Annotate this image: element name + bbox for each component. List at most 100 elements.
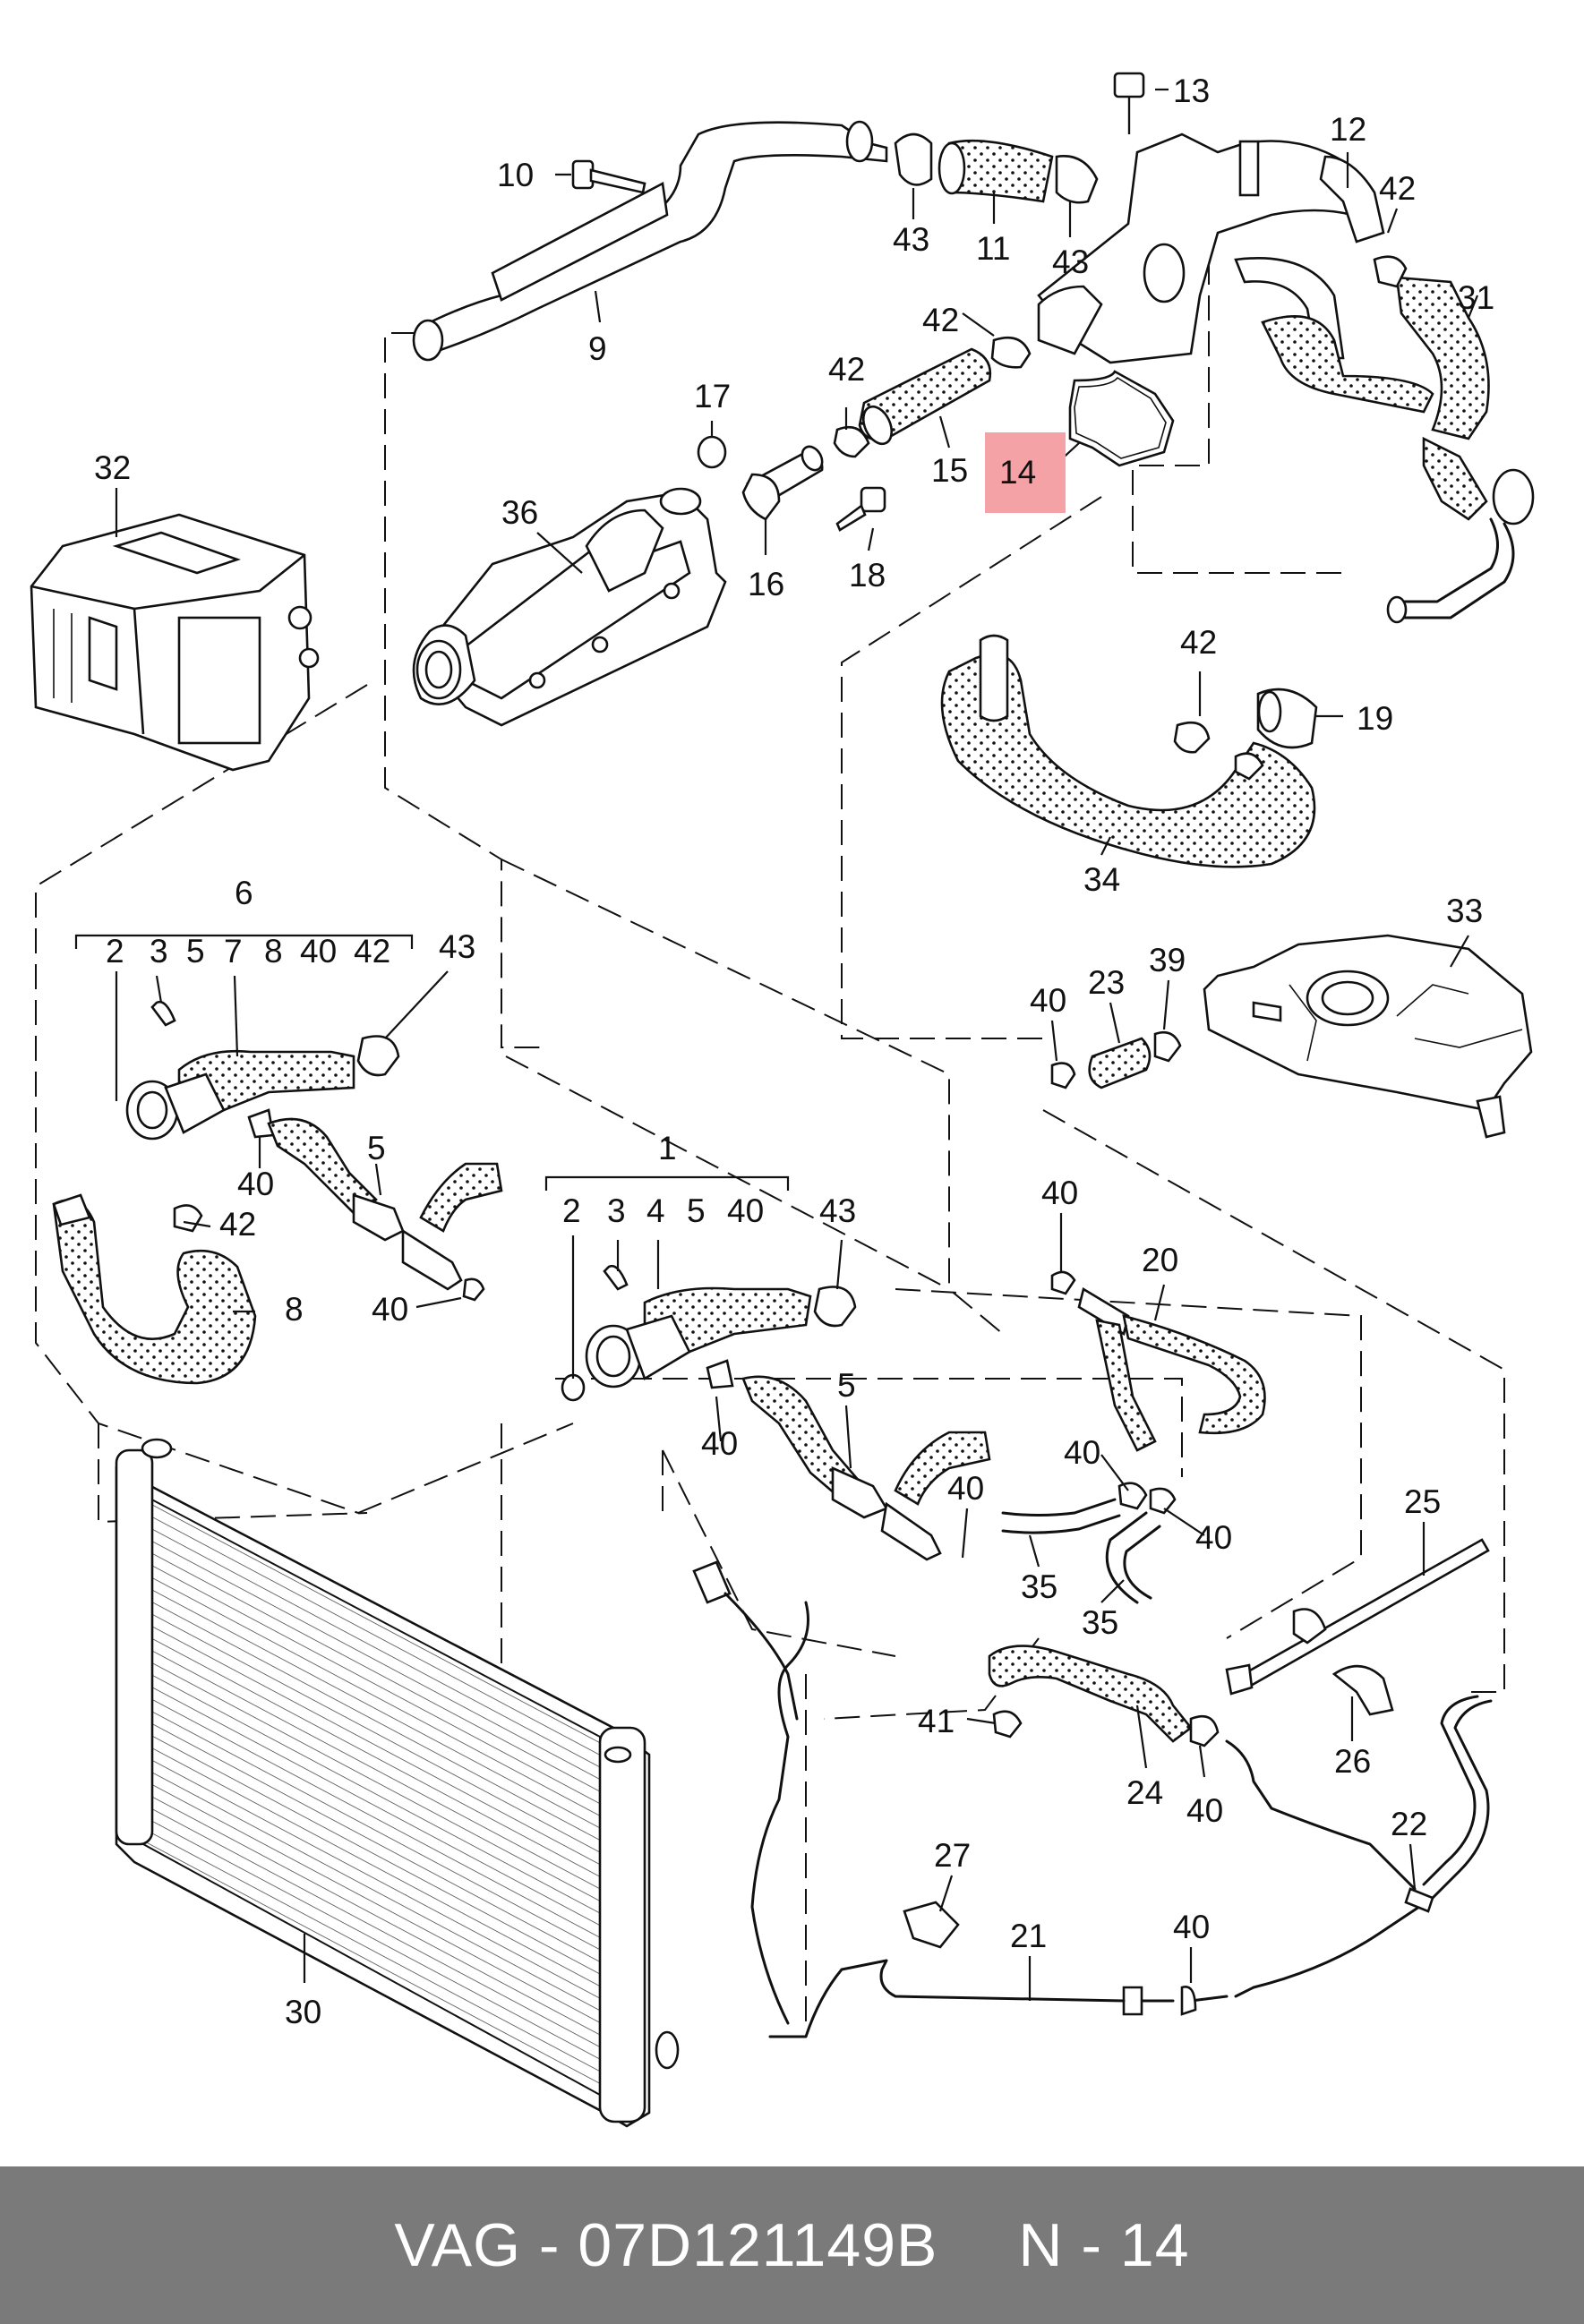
hose-35-pair xyxy=(1001,1482,1177,1604)
callout-16: 16 xyxy=(748,566,784,602)
o-ring-17 xyxy=(697,435,727,469)
callout-3: 3 xyxy=(150,933,168,970)
hose-24 xyxy=(988,1645,1220,1747)
bolt-10 xyxy=(571,159,646,194)
callout-1: 1 xyxy=(658,1130,677,1166)
callout-42: 42 xyxy=(922,302,959,338)
callout-40: 40 xyxy=(1030,982,1066,1019)
highlight-callout-14 xyxy=(985,432,1066,513)
callout-7: 7 xyxy=(224,933,243,970)
footer-bar: VAG - 07D121149B N - 14 xyxy=(0,2166,1584,2324)
hose-11 xyxy=(894,132,1099,204)
hose-20 xyxy=(1050,1270,1266,1452)
pipe-stub-16 xyxy=(741,445,824,521)
leader-lines xyxy=(74,88,1479,2001)
callout-40: 40 xyxy=(1186,1792,1223,1829)
callout-26: 26 xyxy=(1334,1743,1371,1780)
callout-11: 11 xyxy=(976,230,1010,267)
callout-42: 42 xyxy=(219,1206,256,1243)
callout-22: 22 xyxy=(1391,1806,1427,1842)
coolant-pipe-9 xyxy=(412,120,888,362)
assembly-dashed-lines xyxy=(35,152,1505,2023)
callout-25: 25 xyxy=(1404,1483,1441,1520)
coolant-line-21-22 xyxy=(750,1601,1493,2038)
callout-40: 40 xyxy=(1195,1519,1232,1556)
callout-8: 8 xyxy=(285,1291,304,1328)
callout-17: 17 xyxy=(694,378,731,414)
callout-43: 43 xyxy=(439,928,475,965)
expansion-tank-33 xyxy=(1203,934,1533,1139)
pipe-middle-down xyxy=(692,1560,799,1721)
callout-19: 19 xyxy=(1357,700,1393,737)
cap-19 xyxy=(1256,688,1318,749)
hose-assembly-7 xyxy=(125,1000,400,1141)
callout-5: 5 xyxy=(687,1192,706,1229)
callout-39: 39 xyxy=(1149,942,1186,978)
heat-exchanger-36 xyxy=(412,487,727,727)
callout-43: 43 xyxy=(819,1192,856,1229)
callout-40: 40 xyxy=(727,1192,764,1229)
callout-35: 35 xyxy=(1021,1568,1057,1605)
callout-32: 32 xyxy=(94,449,131,486)
hose-34 xyxy=(940,634,1316,868)
callout-40: 40 xyxy=(237,1166,274,1202)
callout-42: 42 xyxy=(1180,624,1217,661)
callout-35: 35 xyxy=(1082,1604,1118,1641)
callout-40: 40 xyxy=(300,933,337,970)
callout-23: 23 xyxy=(1088,964,1125,1001)
callout-5: 5 xyxy=(837,1367,856,1404)
radiator-30 xyxy=(115,1438,680,2128)
callout-2: 2 xyxy=(106,933,124,970)
callout-40: 40 xyxy=(701,1425,738,1462)
hose-5-left xyxy=(267,1117,503,1302)
hose-15 xyxy=(833,336,1032,458)
diagram-position-label: N - 14 xyxy=(1018,2211,1190,2279)
callout-5: 5 xyxy=(367,1130,386,1166)
callout-13: 13 xyxy=(1173,73,1210,109)
callout-20: 20 xyxy=(1142,1242,1178,1278)
callout-40: 40 xyxy=(1041,1175,1078,1211)
callout-30: 30 xyxy=(285,1994,321,2030)
callout-42: 42 xyxy=(354,933,390,970)
callout-5: 5 xyxy=(186,933,205,970)
hose-assembly-4 xyxy=(561,1264,857,1402)
clamp-42-left-of-19 xyxy=(1173,721,1211,754)
callout-2: 2 xyxy=(562,1192,581,1229)
callout-24: 24 xyxy=(1126,1774,1163,1811)
callout-41: 41 xyxy=(918,1703,955,1739)
callout-31: 31 xyxy=(1458,279,1494,316)
bracket-26 xyxy=(1331,1664,1394,1716)
callout-43: 43 xyxy=(1052,244,1089,280)
callout-12: 12 xyxy=(1330,111,1366,148)
callout-33: 33 xyxy=(1446,893,1483,929)
callout-10: 10 xyxy=(497,157,534,193)
callout-40: 40 xyxy=(947,1470,984,1507)
callout-27: 27 xyxy=(934,1837,971,1874)
callout-3: 3 xyxy=(607,1192,626,1229)
callout-40: 40 xyxy=(372,1291,408,1328)
hose-31 xyxy=(1261,255,1535,624)
callout-40: 40 xyxy=(1173,1909,1210,1945)
callout-labels: 13 10 12 42 43 11 43 9 31 42 17 42 32 15… xyxy=(94,73,1494,2030)
part-number-label: VAG - 07D121149B xyxy=(394,2211,938,2279)
coolant-system-exploded-diagram: 13 10 12 42 43 11 43 9 31 42 17 42 32 15… xyxy=(30,72,1535,2128)
hose-5-middle xyxy=(741,1375,991,1561)
gasket-14 xyxy=(1068,370,1175,467)
callout-6: 6 xyxy=(235,875,253,911)
bolt-18 xyxy=(835,486,886,532)
callout-40: 40 xyxy=(1064,1434,1100,1471)
callout-21: 21 xyxy=(1010,1918,1047,1954)
callout-18: 18 xyxy=(849,557,886,594)
cable-tie-25 xyxy=(1225,1538,1490,1696)
auxiliary-heater-32 xyxy=(30,513,320,772)
callout-34: 34 xyxy=(1083,861,1120,898)
callout-36: 36 xyxy=(501,494,538,531)
callout-8: 8 xyxy=(264,933,283,970)
callout-43: 43 xyxy=(893,221,929,258)
hose-23 xyxy=(1050,1030,1182,1089)
callout-42: 42 xyxy=(1379,170,1416,207)
callout-9: 9 xyxy=(588,330,607,367)
callout-15: 15 xyxy=(931,452,968,489)
bracket-27 xyxy=(903,1901,960,1949)
callout-4: 4 xyxy=(646,1192,665,1229)
